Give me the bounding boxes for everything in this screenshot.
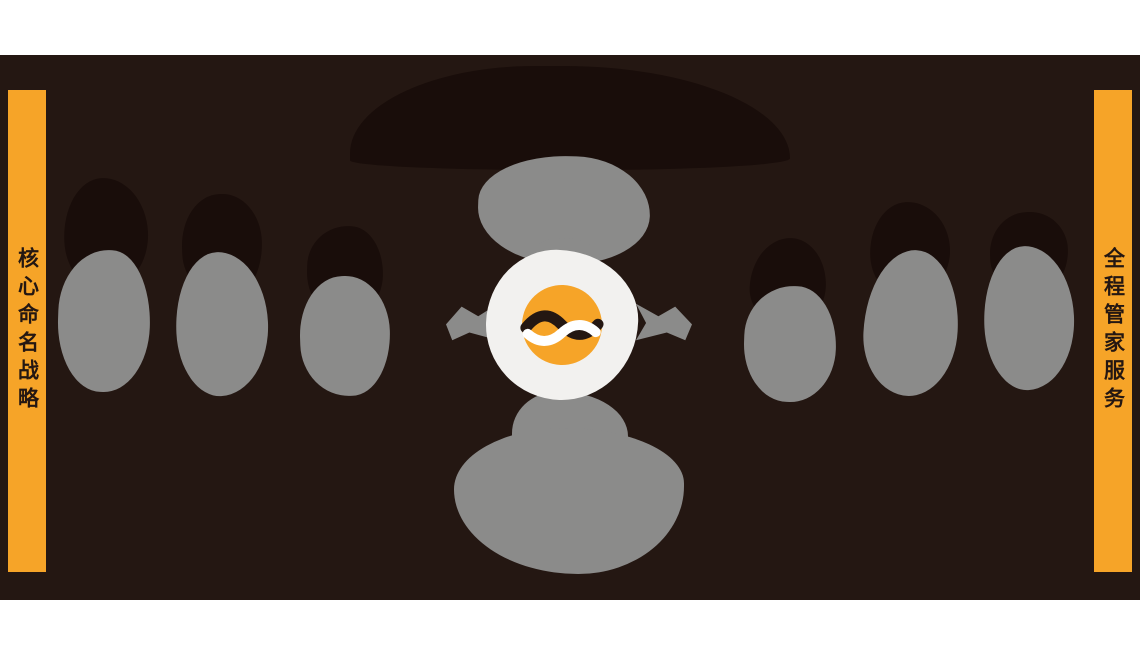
orange-wave-circle-logo xyxy=(520,285,604,365)
left-banner: 核心命名战略 xyxy=(8,90,46,572)
right-banner-label: 全程管家服务 xyxy=(1101,247,1125,415)
right-banner: 全程管家服务 xyxy=(1094,90,1132,572)
left-banner-label: 核心命名战略 xyxy=(15,247,39,415)
center-white-blob xyxy=(483,247,641,403)
bottom-gray-blob xyxy=(454,428,684,574)
